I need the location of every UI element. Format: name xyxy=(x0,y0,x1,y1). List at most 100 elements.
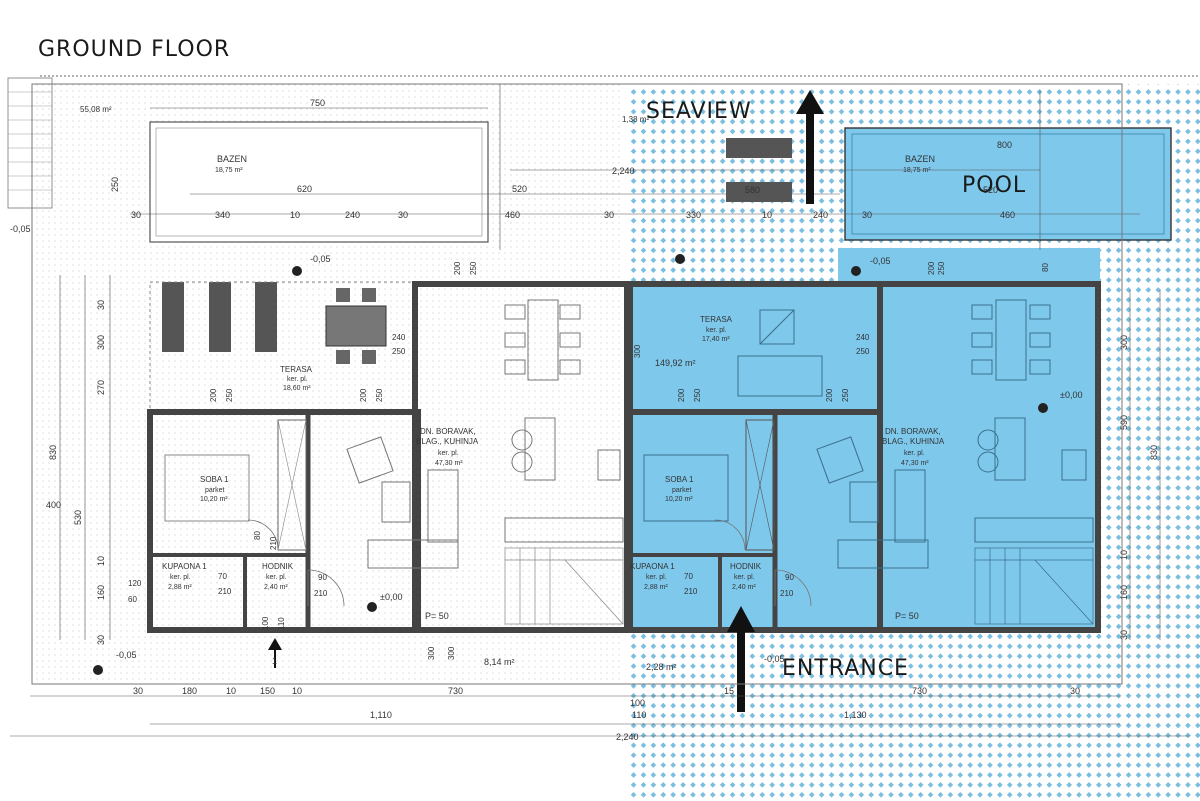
svg-text:160: 160 xyxy=(96,585,106,600)
svg-text:30: 30 xyxy=(604,210,614,220)
right-terrace-area: 17,40 m² xyxy=(702,336,730,343)
right-pool-area: 18,75 m² xyxy=(903,167,931,174)
left-bed xyxy=(164,454,250,522)
svg-text:-0,05: -0,05 xyxy=(10,224,31,234)
svg-text:400: 400 xyxy=(46,500,61,510)
svg-text:200: 200 xyxy=(677,388,686,402)
svg-text:30: 30 xyxy=(133,686,143,696)
left-terrace-boundary xyxy=(149,281,416,411)
right-pool xyxy=(844,127,1172,241)
left-pool-width: 250 xyxy=(110,177,120,192)
pool-row-dimensions: 30 340 10 240 30 460 30 330 10 240 30 46… xyxy=(131,210,1015,220)
left-staircase xyxy=(504,547,624,625)
right-bathroom-finish: ker. pl. xyxy=(646,574,667,581)
svg-text:120: 120 xyxy=(128,579,142,588)
left-hall-finish: ker. pl. xyxy=(266,574,287,581)
left-pool-length: 750 xyxy=(310,98,325,108)
right-bedroom-finish: parket xyxy=(672,487,692,494)
total-all-dim: 2,240 xyxy=(616,732,639,742)
svg-text:200: 200 xyxy=(359,388,368,402)
svg-text:10: 10 xyxy=(226,686,236,696)
svg-text:100: 100 xyxy=(261,616,270,630)
svg-text:210: 210 xyxy=(269,536,278,550)
svg-text:±0,00: ±0,00 xyxy=(1060,390,1082,400)
entry-mark: 1 xyxy=(272,656,277,666)
left-bathroom-finish: ker. pl. xyxy=(170,574,191,581)
svg-text:730: 730 xyxy=(912,686,927,696)
svg-text:150: 150 xyxy=(260,686,275,696)
left-living-area: 47,30 m² xyxy=(435,460,463,467)
svg-text:-0,05: -0,05 xyxy=(870,256,891,266)
right-pool-length: 800 xyxy=(997,140,1012,150)
doors xyxy=(247,519,812,607)
right-hall-finish: ker. pl. xyxy=(734,574,755,581)
svg-text:90: 90 xyxy=(318,573,327,582)
right-hall-area: 2,40 m² xyxy=(732,584,756,591)
svg-text:30: 30 xyxy=(96,300,106,310)
right-living-name2: BLAG., KUHINJA xyxy=(882,437,945,446)
left-living-furniture xyxy=(346,299,624,569)
left-terrace-loungers xyxy=(162,282,277,352)
svg-text:250: 250 xyxy=(937,261,946,275)
left-bedroom-area: 10,20 m² xyxy=(200,496,228,503)
seaview-label: SEAVIEW xyxy=(646,99,752,124)
svg-text:830: 830 xyxy=(1149,445,1159,460)
plot-outline xyxy=(31,83,1123,685)
entrance-label: ENTRANCE xyxy=(782,656,909,681)
lounger-2 xyxy=(726,182,792,202)
svg-text:-0,05: -0,05 xyxy=(310,254,331,264)
right-pool-inner: 580 xyxy=(745,185,760,195)
right-bathroom-area: 2,88 m² xyxy=(644,584,668,591)
svg-text:210: 210 xyxy=(218,587,232,596)
svg-text:60: 60 xyxy=(128,595,137,604)
svg-text:830: 830 xyxy=(48,445,58,460)
left-terrace-dining-table xyxy=(325,288,387,364)
svg-text:250: 250 xyxy=(693,388,702,402)
pool-label: POOL xyxy=(962,173,1026,198)
left-living-name: DN. BORAVAK, xyxy=(420,427,476,436)
svg-text:110: 110 xyxy=(277,617,286,630)
svg-text:-0,05: -0,05 xyxy=(764,654,785,664)
right-hall-name: HODNIK xyxy=(730,562,762,571)
svg-text:250: 250 xyxy=(469,261,478,275)
svg-text:90: 90 xyxy=(785,573,794,582)
total-left-dim: 1,110 xyxy=(370,710,392,720)
left-bedroom-finish: parket xyxy=(205,487,225,494)
left-hall-area: 2,40 m² xyxy=(264,584,288,591)
dim-100: 100 xyxy=(630,698,645,708)
svg-text:730: 730 xyxy=(448,686,463,696)
left-hall-name: HODNIK xyxy=(262,562,294,571)
svg-text:340: 340 xyxy=(215,210,230,220)
left-plot-area: 55,08 m² xyxy=(80,105,112,114)
svg-text:330: 330 xyxy=(686,210,701,220)
svg-text:250: 250 xyxy=(225,388,234,402)
right-living-finish: ker. pl. xyxy=(904,450,925,457)
svg-text:210: 210 xyxy=(684,587,698,596)
svg-text:10: 10 xyxy=(762,210,772,220)
right-side-dimensions: 830 590 300 10 160 30 xyxy=(1119,335,1159,640)
level-markers: ±0,00 ±0,00 -0,05 -0,05 -0,05 -0,05 -0,0… xyxy=(10,224,1082,664)
right-bed xyxy=(643,454,729,522)
svg-text:200: 200 xyxy=(927,261,936,275)
svg-text:10: 10 xyxy=(292,686,302,696)
right-terrace-finish: ker. pl. xyxy=(706,327,727,334)
page-title: GROUND FLOOR xyxy=(38,37,230,62)
svg-text:240: 240 xyxy=(345,210,360,220)
svg-text:160: 160 xyxy=(1119,585,1129,600)
svg-text:240: 240 xyxy=(856,333,870,342)
svg-text:10: 10 xyxy=(290,210,300,220)
svg-text:200: 200 xyxy=(825,388,834,402)
right-terrace-name: TERASA xyxy=(700,315,733,324)
svg-text:270: 270 xyxy=(96,380,106,395)
left-bedroom-name: SOBA 1 xyxy=(200,475,229,484)
left-living-name2: BLAG., KUHINJA xyxy=(416,437,479,446)
svg-text:-0,05: -0,05 xyxy=(116,650,137,660)
left-terrace-name: TERASA xyxy=(280,365,313,374)
left-entrance-arrow-icon xyxy=(268,638,282,668)
svg-text:240: 240 xyxy=(392,333,406,342)
level-symbol-icons xyxy=(93,254,1048,675)
svg-text:240: 240 xyxy=(813,210,828,220)
svg-text:70: 70 xyxy=(684,572,693,581)
dim-110: 110 xyxy=(632,710,646,720)
